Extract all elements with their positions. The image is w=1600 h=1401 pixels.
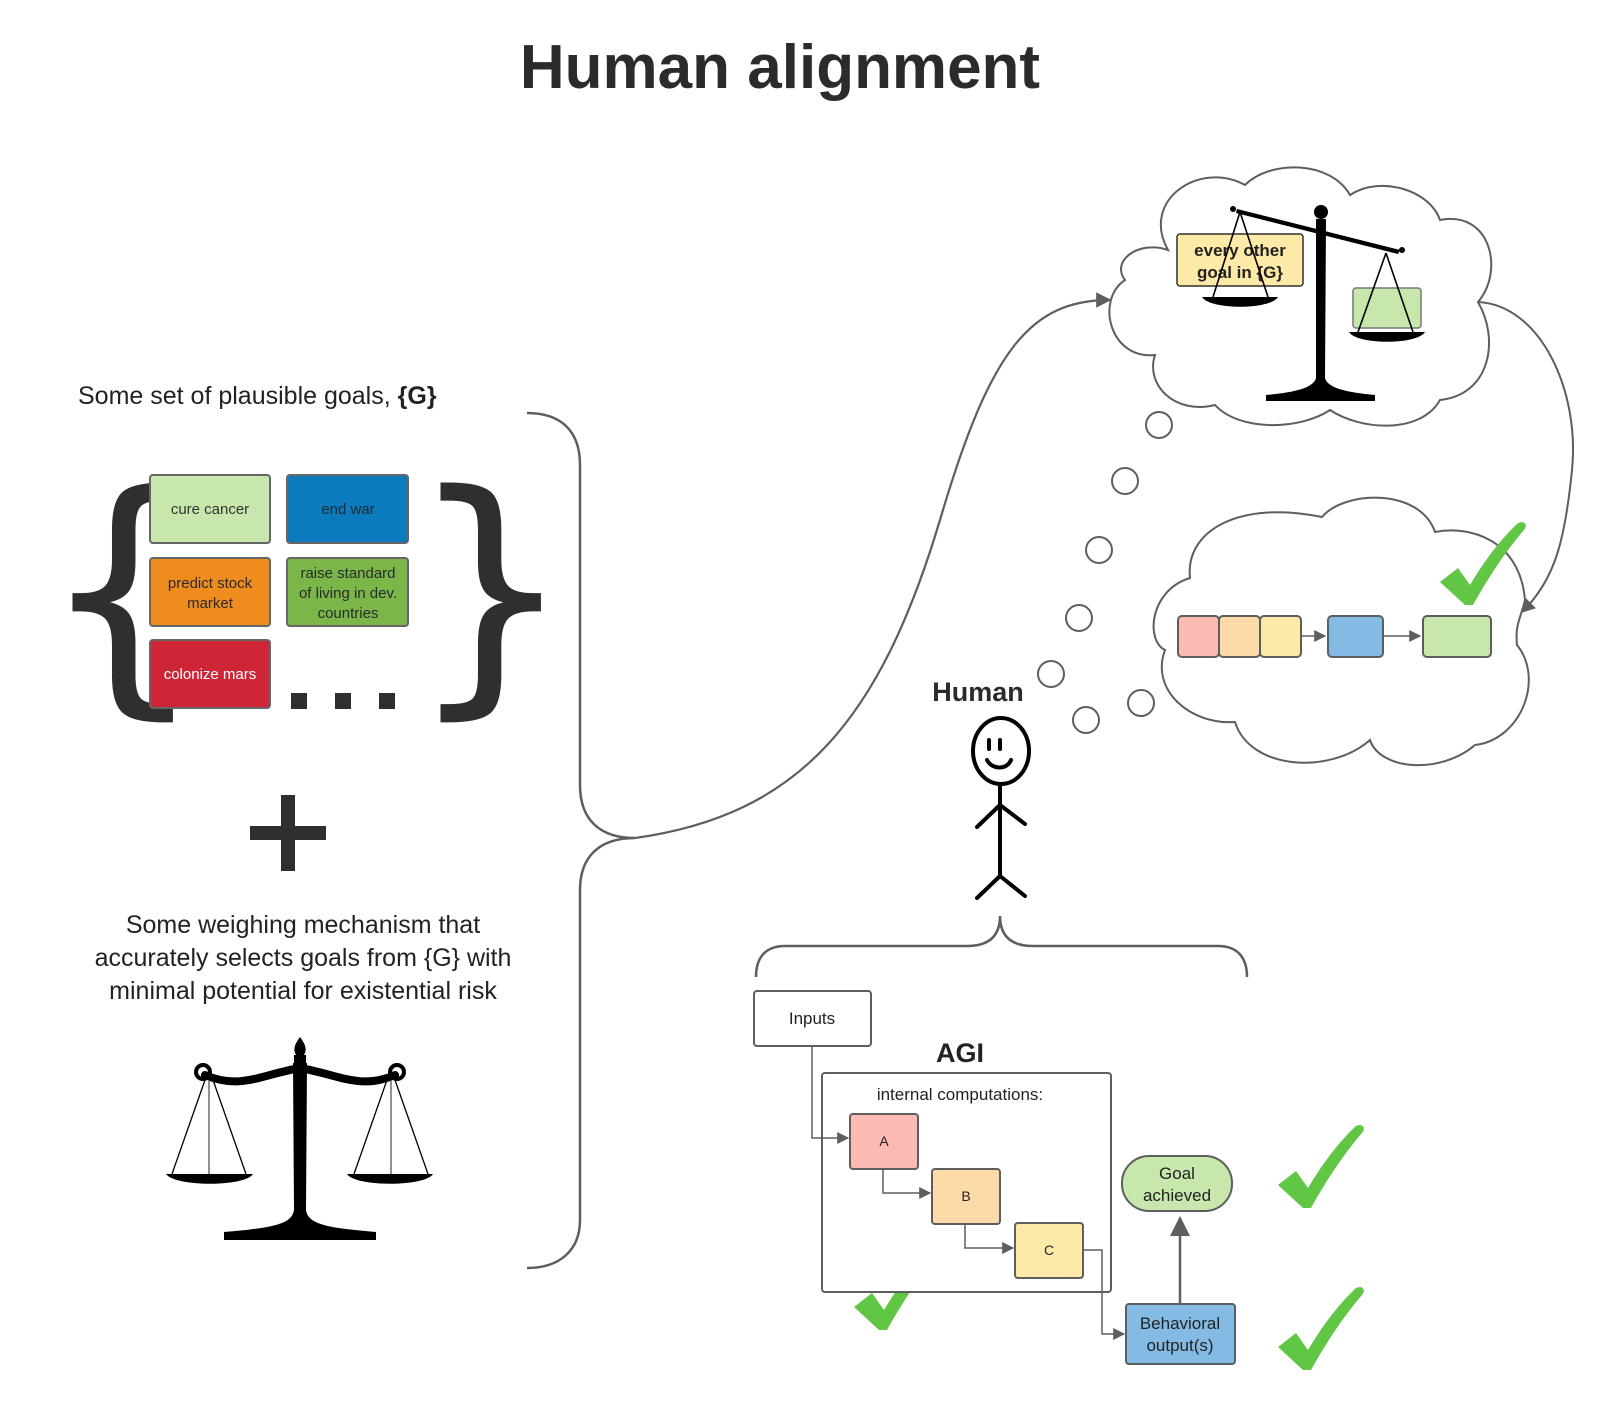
thought-cloud-top [1108,166,1493,427]
goal-box-predict-stock-market: predict stock market [149,557,271,627]
goals-caption-set: {G} [398,382,437,410]
goal-box-colonize-mars: colonize mars [149,639,271,709]
inputs-box: Inputs [753,990,872,1047]
stick-figure-icon [971,716,1031,900]
goal-label: end war [321,501,374,518]
human-agi-brace [754,915,1249,978]
human-label: Human [932,677,1024,707]
goals-caption: Some set of plausible goals, {G} [78,382,437,410]
node-label: B [961,1188,970,1204]
chain-block [1327,615,1384,658]
node-label: A [879,1133,889,1149]
connector-to-thought [634,292,1112,840]
other-goals-box [1176,233,1304,287]
chain-block [1422,615,1492,658]
balance-scale-icon [166,1037,433,1240]
plus-icon [250,795,326,871]
goal-label-line: market [187,595,234,612]
arrow-b-to-c [964,1224,1015,1254]
page-title: Human alignment [520,33,1040,102]
behavioral-output-line: Behavioral [1140,1314,1220,1333]
thought-bubble [1085,536,1113,564]
arrow-a-to-b [882,1169,932,1199]
mechanism-caption-line: Some weighing mechanism that [126,911,480,939]
goal-label: colonize mars [164,666,257,683]
ellipsis-icon [291,693,395,709]
thought-bubble [1127,689,1155,717]
inputs-label: Inputs [789,1009,835,1028]
goal-achieved-line: Goal [1159,1164,1195,1183]
right-curly-brace: } [408,440,573,742]
checkmark-icon [1440,522,1526,605]
thought-bubble [1072,706,1100,734]
chain-block [1218,615,1261,658]
node-label: C [1044,1242,1054,1258]
goal-box-cure-cancer: cure cancer [149,474,271,544]
checkmark-icon [1278,1287,1364,1370]
connector-cloud-to-cloud [1477,301,1574,613]
goal-label-line: raise standard [300,565,395,582]
goals-caption-text: Some set of plausible goals, [78,382,398,410]
checkmark-icon [1278,1125,1364,1208]
goal-label-line: predict stock [168,575,253,592]
other-goals-label-line: every other [1194,241,1286,260]
arrow-inputs-to-a [811,1046,850,1144]
thought-bubble [1037,660,1065,688]
goal-label-line: countries [318,605,379,622]
behavioral-output-line: output(s) [1146,1336,1213,1355]
goal-box-end-war: end war [286,474,409,544]
goal-box-raise-standard-of-living: raise standard of living in dev. countri… [286,557,409,627]
agi-title: AGI [936,1038,984,1068]
node-a: A [849,1113,919,1170]
chain-block [1259,615,1302,658]
thought-bubble [1111,467,1139,495]
goal-achieved-line: achieved [1143,1186,1211,1205]
node-c: C [1014,1222,1084,1279]
goal-label: cure cancer [171,501,249,518]
internal-computations-label: internal computations: [877,1085,1043,1104]
thought-bubble [1145,411,1173,439]
tilted-scale-icon: every other goal in {G} [1176,205,1425,401]
thought-bubble [1065,604,1093,632]
thought-bubbles [1037,411,1173,734]
arrow-c-to-output [1083,1249,1126,1340]
node-b: B [931,1168,1001,1225]
mechanism-caption-line: minimal potential for existential risk [109,977,497,1005]
chain-block [1177,615,1220,658]
mechanism-caption-line: accurately selects goals from {G} with [95,944,512,972]
selected-goal-box [1352,287,1422,329]
behavioral-output-box: Behavioral output(s) [1125,1303,1236,1365]
goal-label-line: of living in dev. [299,585,397,602]
other-goals-label-line: goal in {G} [1197,263,1283,282]
goal-achieved-box: Goal achieved [1121,1155,1233,1212]
reasoning-chain [1177,615,1492,658]
